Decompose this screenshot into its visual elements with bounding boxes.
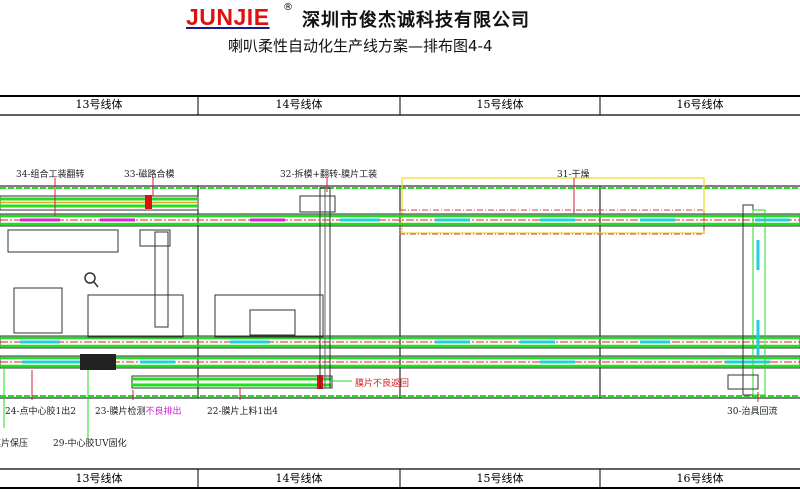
reject-out-text: 不良排出 <box>145 407 182 417</box>
station-22-label: 22-膜片上料1出4 <box>207 407 278 417</box>
line-header-14-bottom: 14号线体 <box>275 472 323 485</box>
station-24-label: 24-点中心胶1出2 <box>5 407 76 417</box>
diagram-title: 喇叭柔性自动化生产线方案—排布图4-4 <box>228 37 493 55</box>
green-leaders <box>3 368 89 440</box>
line-header-15: 15号线体 <box>476 98 524 111</box>
conveyor-top-upper <box>0 195 199 211</box>
station-31-label: 31-干燥 <box>557 170 590 180</box>
station-23-label: 23-膜片检测不良排出 <box>95 404 182 417</box>
company-logo: JUNJIE <box>186 4 270 30</box>
header-band-bottom <box>0 468 800 489</box>
station-29-label: 29-中心胶UV固化 <box>53 439 127 449</box>
leader-lines <box>31 178 759 402</box>
magnifier-icon <box>84 272 99 288</box>
line-header-16-bottom: 16号线体 <box>676 472 724 485</box>
station-30-label: 30-治具回流 <box>727 407 778 417</box>
conveyor-row-1 <box>0 213 800 227</box>
registered-mark: ® <box>283 2 293 13</box>
station-32-label: 32-拆模+翻转-膜片工装 <box>280 170 378 180</box>
conveyor-row-2 <box>0 335 800 349</box>
station-33-label: 33-磁路合模 <box>124 170 175 180</box>
machine-blocks <box>7 229 324 338</box>
conveyor-row-3 <box>0 355 800 369</box>
station-23-text: 23-膜片检测 <box>95 407 146 417</box>
header-band-top <box>0 95 800 116</box>
reject-return-label: 膜片不良返回 <box>355 379 410 389</box>
station-34-label: 34-组合工装翻转 <box>16 170 85 180</box>
company-name: 深圳市俊杰诚科技有限公司 <box>302 10 530 31</box>
reject-return-conveyor <box>131 375 352 389</box>
line-header-13-bottom: 13号线体 <box>75 472 123 485</box>
dryer-dashed <box>399 209 705 235</box>
line-header-16: 16号线体 <box>676 98 724 111</box>
diaphragm-press-label: 膜片保压 <box>0 439 29 449</box>
dryer-zone <box>401 177 705 234</box>
vertical-rail-14 <box>139 187 336 389</box>
vertical-rail-16 <box>727 204 766 396</box>
line-header-15-bottom: 15号线体 <box>476 472 524 485</box>
line-header-13: 13号线体 <box>75 98 123 111</box>
line-header-14: 14号线体 <box>275 98 323 111</box>
inspection-grid <box>80 354 116 370</box>
